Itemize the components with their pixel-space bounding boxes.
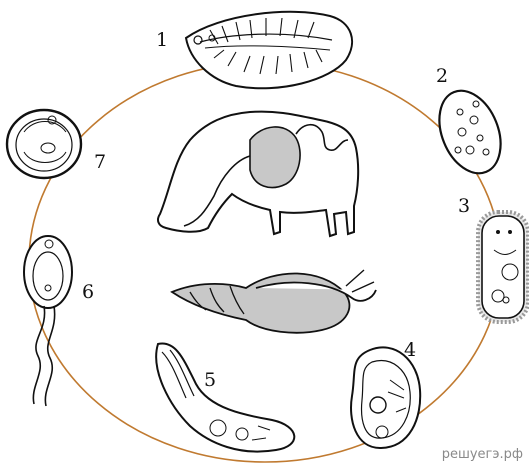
cow-host xyxy=(158,112,358,236)
watermark: решуегэ.рф xyxy=(442,447,523,462)
stage-3-miracidium xyxy=(478,212,528,322)
stage-1-adult-fluke xyxy=(186,12,352,88)
stage-6-cercaria xyxy=(24,236,72,406)
stage-label-6: 6 xyxy=(82,281,94,303)
snail-host xyxy=(172,270,376,333)
stage-7-adolescaria xyxy=(7,110,81,178)
stage-label-7: 7 xyxy=(94,151,106,173)
stage-4-sporocyst xyxy=(351,347,420,448)
stage-label-3: 3 xyxy=(458,195,470,217)
stage-2-egg xyxy=(428,82,512,183)
stage-label-2: 2 xyxy=(436,65,448,87)
stage-label-5: 5 xyxy=(204,369,216,391)
stage-label-4: 4 xyxy=(404,339,416,361)
stage-label-1: 1 xyxy=(156,29,168,51)
stage-5-redia xyxy=(156,343,294,451)
